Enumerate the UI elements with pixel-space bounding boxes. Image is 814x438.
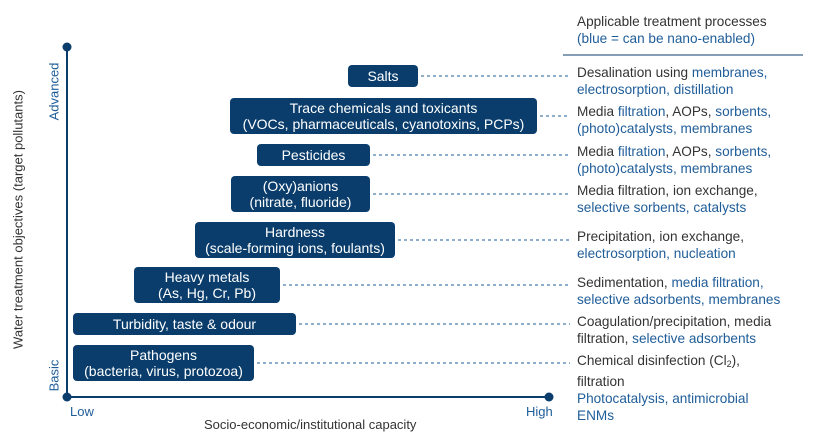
box-line: Heavy metals (164, 269, 250, 285)
y-axis-low-label: Basic (46, 359, 62, 392)
box-line: (nitrate, fluoride) (249, 194, 352, 210)
pollutant-box-pesticides: Pesticides (257, 144, 370, 166)
box-line: Pathogens (130, 347, 197, 363)
pollutant-box-trace-chemicals: Trace chemicals and toxicants (VOCs, pha… (230, 98, 537, 134)
box-line: Pesticides (281, 147, 346, 163)
desc-line: filtration, selective adsorbents (577, 330, 771, 347)
desc-segment: filtration (617, 144, 666, 159)
desc-line: Media filtration, AOPs, sorbents, (577, 103, 771, 120)
treatment-desc-oxyanions: Media filtration, ion exchange, selective… (577, 182, 758, 216)
desc-segment: electrosorption, nucleation (577, 246, 736, 261)
desc-line: Precipitation, ion exchange, (577, 228, 744, 245)
desc-segment: Sedimentation, (577, 275, 672, 290)
desc-segment: ENMs (577, 408, 615, 423)
box-line: (scale-forming ions, foulants) (205, 240, 385, 256)
desc-segment: media filtration, (671, 275, 764, 290)
desc-segment: Media (577, 144, 618, 159)
box-line: (Oxy)anions (262, 178, 339, 194)
desc-segment: 2 (726, 359, 732, 369)
pollutant-box-hardness: Hardness (scale-forming ions, foulants) (195, 222, 395, 258)
desc-segment: Precipitation, ion exchange, (577, 229, 745, 244)
desc-line: Chemical disinfection (Cl2), (577, 352, 749, 373)
desc-line: (photo)catalysts, membranes (577, 120, 771, 137)
box-line: Salts (367, 68, 399, 84)
axis-origin-dot (62, 392, 72, 402)
desc-segment: Coagulation/precipitation, media (577, 314, 772, 329)
desc-segment: filtration (577, 374, 625, 389)
x-axis-high-label: High (526, 404, 553, 419)
pollutant-box-turbidity: Turbidity, taste & odour (73, 313, 296, 335)
treatment-desc-heavy-metals: Sedimentation, media filtration,selectiv… (577, 274, 780, 308)
desc-segment: (photo)catalysts, membranes (577, 121, 753, 136)
desc-segment: selective adsorbents, membranes (577, 292, 781, 307)
desc-segment: filtration, (577, 331, 633, 346)
desc-segment: Media filtration, ion exchange, (577, 183, 758, 198)
y-axis-end-dot (62, 42, 72, 52)
connectors (257, 75, 570, 364)
desc-line: selective adsorbents, membranes (577, 291, 780, 308)
x-axis-label: Socio-economic/institutional capacity (204, 417, 417, 432)
pollutant-box-heavy-metals: Heavy metals (As, Hg, Cr, Pb) (134, 267, 280, 303)
desc-line: electrosorption, nucleation (577, 245, 744, 262)
desc-segment: , AOPs, (665, 104, 716, 119)
treatment-desc-pesticides: Media filtration, AOPs, sorbents,(photo)… (577, 143, 771, 177)
box-line: (bacteria, virus, protozoa) (84, 363, 243, 379)
desc-line: (photo)catalysts, membranes (577, 160, 771, 177)
desc-line: Media filtration, AOPs, sorbents, (577, 143, 771, 160)
desc-segment: ), (731, 353, 740, 368)
header-subtitle: (blue = can be nano-enabled) (577, 31, 755, 46)
treatment-desc-hardness: Precipitation, ion exchange, electrosorpt… (577, 228, 744, 262)
desc-segment: Media (577, 104, 618, 119)
box-line: Turbidity, taste & odour (112, 316, 257, 332)
desc-segment: selective sorbents, catalysts (577, 200, 747, 215)
desc-line: filtration (577, 373, 749, 390)
desc-segment: , AOPs, (665, 144, 716, 159)
treatment-desc-salts: Desalination using membranes,electrosorp… (577, 64, 767, 98)
box-line: Trace chemicals and toxicants (289, 100, 478, 116)
desc-line: selective sorbents, catalysts (577, 199, 758, 216)
pollutant-box-oxyanions: (Oxy)anions (nitrate, fluoride) (231, 176, 370, 212)
x-axis-end-dot (544, 392, 554, 402)
desc-line: Photocatalysis, antimicrobial (577, 390, 749, 407)
pollutant-box-pathogens: Pathogens (bacteria, virus, protozoa) (73, 345, 254, 381)
desc-line: Media filtration, ion exchange, (577, 182, 758, 199)
desc-segment: sorbents, (715, 144, 772, 159)
desc-segment: Desalination using (577, 65, 692, 80)
header-title: Applicable treatment processes (577, 14, 767, 29)
desc-line: Sedimentation, media filtration, (577, 274, 780, 291)
desc-segment: sorbents, (715, 104, 772, 119)
desc-segment: Chemical disinfection (Cl (577, 353, 727, 368)
desc-segment: filtration (617, 104, 666, 119)
y-axis-label: Water treatment objectives (target pollu… (10, 90, 26, 349)
desc-segment: Photocatalysis, antimicrobial (577, 391, 749, 406)
x-axis-low-label: Low (70, 404, 94, 419)
desc-line: Desalination using membranes, (577, 64, 767, 81)
desc-line: ENMs (577, 407, 749, 424)
box-line: (As, Hg, Cr, Pb) (157, 285, 257, 301)
y-axis-high-label: Advanced (46, 62, 62, 121)
box-line: (VOCs, pharmaceuticals, cyanotoxins, PCP… (242, 116, 525, 132)
desc-segment: selective adsorbents (632, 331, 757, 346)
box-line: Hardness (265, 224, 325, 240)
desc-segment: (photo)catalysts, membranes (577, 161, 753, 176)
desc-segment: membranes, (691, 65, 768, 80)
desc-segment: electrosorption, distillation (577, 82, 734, 97)
treatment-desc-trace-chemicals: Media filtration, AOPs, sorbents,(photo)… (577, 103, 771, 137)
desc-line: Coagulation/precipitation, media (577, 313, 771, 330)
pollutant-box-salts: Salts (348, 65, 418, 87)
desc-line: electrosorption, distillation (577, 81, 767, 98)
